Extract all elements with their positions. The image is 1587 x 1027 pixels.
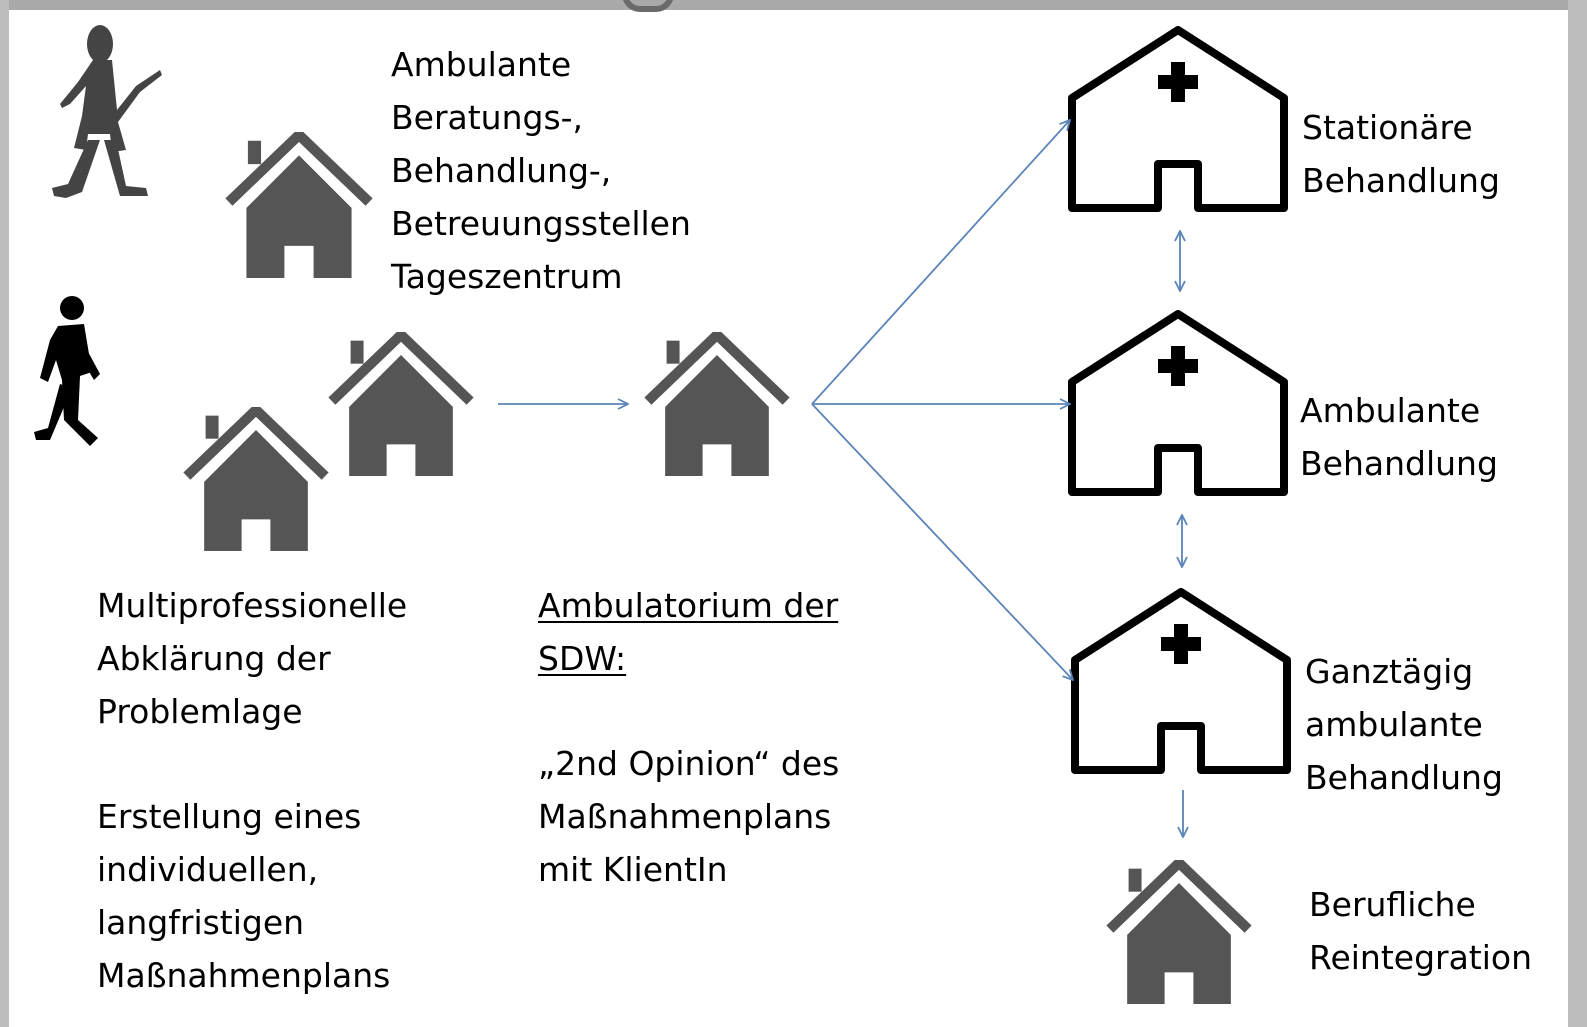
label-line: Behandlung — [1305, 758, 1503, 797]
label-beruflich: Berufliche Reintegration — [1309, 878, 1532, 984]
label-line: Erstellung eines — [97, 797, 362, 836]
label-line: Ambulante — [391, 45, 572, 84]
house-icon-ambulatorium — [648, 335, 786, 476]
label-line: Tageszentrum — [391, 257, 623, 296]
label-second-opinion: „2nd Opinion“ des Maßnahmenplans mit Kli… — [538, 737, 839, 896]
label-line: Multiprofessionelle — [97, 586, 408, 625]
label-ambulante-stellen: Ambulante Beratungs-, Behandlung-, Betre… — [391, 38, 691, 303]
label-line: Behandlung — [1300, 444, 1498, 483]
label-line: Behandlung-, — [391, 151, 612, 190]
label-line: Berufliche — [1309, 885, 1476, 924]
label-line: SDW: — [538, 639, 627, 678]
woman-walking-icon — [52, 25, 162, 198]
house-icon-ambulante-stellen — [229, 135, 369, 278]
label-line: Abklärung der — [97, 639, 331, 678]
label-line: Problemlage — [97, 692, 303, 731]
frame-left — [0, 0, 9, 1027]
label-ambulant: Ambulante Behandlung — [1300, 384, 1498, 490]
clinic-house-icon-ganztaegig — [1075, 592, 1287, 770]
house-icon-abklaerung-front — [187, 410, 325, 551]
clinic-house-icon-ambulant — [1072, 314, 1284, 492]
label-abklaerung: Multiprofessionelle Abklärung der Proble… — [97, 579, 407, 738]
label-line: ambulante — [1305, 705, 1483, 744]
arrow-to-stationaer — [811, 120, 1070, 405]
house-icon-beruflich — [1110, 863, 1248, 1004]
label-line: individuellen, — [97, 850, 319, 889]
label-ambulatorium-heading: Ambulatorium der SDW: — [538, 579, 838, 685]
label-line: langfristigen — [97, 903, 305, 942]
label-line: Maßnahmenplans — [538, 797, 832, 836]
label-line: Stationäre — [1302, 108, 1473, 147]
label-line: Ambulante — [1300, 391, 1481, 430]
house-icon-abklaerung-back — [332, 335, 470, 476]
label-erstellung: Erstellung eines individuellen, langfris… — [97, 790, 390, 1002]
label-line: Behandlung — [1302, 161, 1500, 200]
label-line: Betreuungsstellen — [391, 204, 691, 243]
label-line: Maßnahmenplans — [97, 956, 391, 995]
label-line: mit KlientIn — [538, 850, 728, 889]
label-line: „2nd Opinion“ des — [538, 744, 840, 783]
label-line: Beratungs-, — [391, 98, 584, 137]
label-line: Ambulatorium der — [538, 586, 839, 625]
man-walking-icon — [34, 296, 100, 446]
label-ganztaegig: Ganztägig ambulante Behandlung — [1305, 645, 1503, 804]
clinic-house-icon-stationaer — [1072, 30, 1284, 208]
frame-right — [1568, 0, 1587, 1027]
label-line: Ganztägig — [1305, 652, 1474, 691]
label-stationaer: Stationäre Behandlung — [1302, 101, 1500, 207]
arrow-to-ganztaegig — [811, 403, 1073, 680]
frame-top — [0, 0, 1587, 10]
label-line: Reintegration — [1309, 938, 1533, 977]
